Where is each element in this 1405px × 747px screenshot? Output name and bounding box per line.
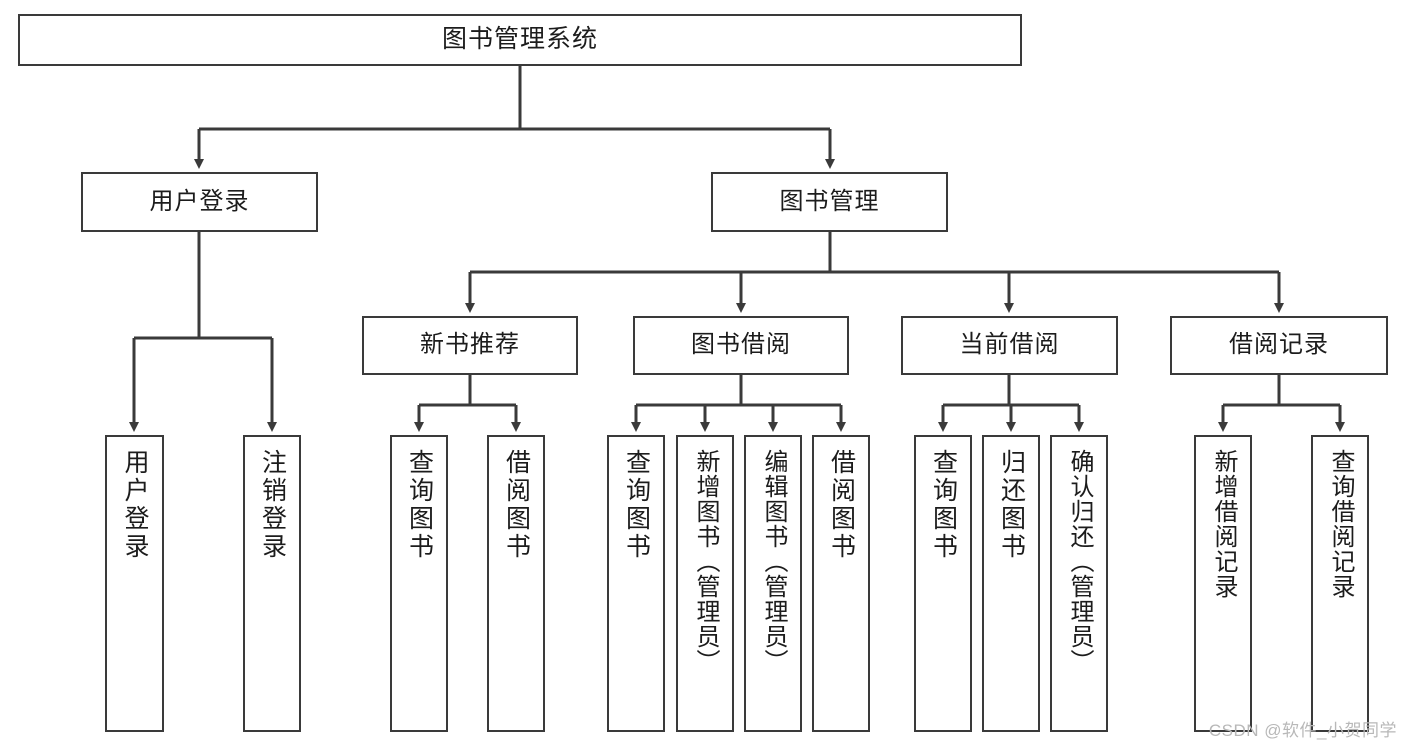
- node-leaf-user-logout[interactable]: 注销登录: [243, 435, 301, 732]
- csdn-watermark: CSDN @软件_小贺同学: [1208, 721, 1397, 740]
- node-leaf-edit-book-admin-label: 编辑图书（管理员）: [760, 449, 787, 674]
- node-book-manage[interactable]: 图书管理: [711, 172, 948, 232]
- node-borrow-record[interactable]: 借阅记录: [1170, 316, 1388, 375]
- node-leaf-query-borrow-record[interactable]: 查询借阅记录: [1311, 435, 1369, 732]
- node-leaf-borrow-book-label: 借阅图书: [827, 449, 856, 561]
- node-leaf-confirm-return-admin-label: 确认归还（管理员）: [1066, 449, 1093, 674]
- node-leaf-cur-query-book[interactable]: 查询图书: [914, 435, 972, 732]
- node-new-book-rec-label: 新书推荐: [420, 331, 520, 359]
- node-leaf-add-book-admin[interactable]: 新增图书（管理员）: [676, 435, 734, 732]
- node-book-borrow-label: 图书借阅: [691, 331, 791, 359]
- node-root[interactable]: 图书管理系统: [18, 14, 1022, 66]
- node-leaf-add-book-admin-label: 新增图书（管理员）: [692, 449, 719, 674]
- node-leaf-add-borrow-record[interactable]: 新增借阅记录: [1194, 435, 1252, 732]
- node-book-borrow[interactable]: 图书借阅: [633, 316, 849, 375]
- node-leaf-query-borrow-record-label: 查询借阅记录: [1327, 449, 1354, 599]
- node-root-label: 图书管理系统: [441, 25, 598, 54]
- node-leaf-rec-borrow-book-label: 借阅图书: [502, 449, 531, 561]
- node-current-borrow-label: 当前借阅: [959, 331, 1060, 359]
- node-leaf-borrow-query-book-label: 查询图书: [622, 449, 651, 561]
- node-leaf-borrow-book[interactable]: 借阅图书: [812, 435, 870, 732]
- node-current-borrow[interactable]: 当前借阅: [901, 316, 1118, 375]
- node-leaf-user-logout-label: 注销登录: [258, 449, 287, 561]
- node-leaf-edit-book-admin[interactable]: 编辑图书（管理员）: [744, 435, 802, 732]
- node-leaf-return-book-label: 归还图书: [997, 449, 1026, 561]
- node-user-login[interactable]: 用户登录: [81, 172, 318, 232]
- node-leaf-rec-query-book[interactable]: 查询图书: [390, 435, 448, 732]
- node-leaf-borrow-query-book[interactable]: 查询图书: [607, 435, 665, 732]
- node-leaf-add-borrow-record-label: 新增借阅记录: [1210, 449, 1237, 599]
- node-leaf-user-login[interactable]: 用户登录: [105, 435, 164, 732]
- node-leaf-rec-borrow-book[interactable]: 借阅图书: [487, 435, 545, 732]
- node-new-book-rec[interactable]: 新书推荐: [362, 316, 578, 375]
- node-leaf-cur-query-book-label: 查询图书: [929, 449, 958, 561]
- node-borrow-record-label: 借阅记录: [1229, 331, 1329, 359]
- node-leaf-rec-query-book-label: 查询图书: [405, 449, 434, 561]
- node-leaf-return-book[interactable]: 归还图书: [982, 435, 1040, 732]
- node-leaf-confirm-return-admin[interactable]: 确认归还（管理员）: [1050, 435, 1108, 732]
- node-user-login-label: 用户登录: [149, 187, 250, 215]
- node-leaf-user-login-label: 用户登录: [121, 449, 149, 561]
- node-book-manage-label: 图书管理: [779, 187, 880, 215]
